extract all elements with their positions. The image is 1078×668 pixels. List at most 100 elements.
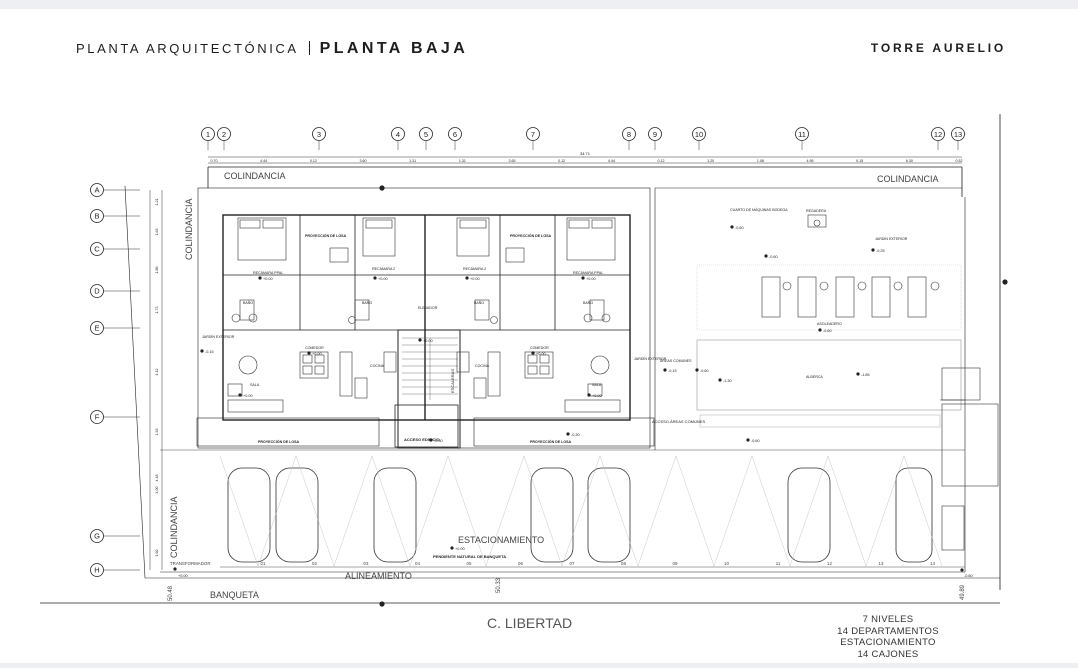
street-dim-center: 50.33 [496, 577, 502, 593]
level-escalera: +0.00 [423, 339, 433, 343]
grid-row-label: D [94, 287, 100, 296]
grid-column-label: 11 [798, 130, 806, 139]
grid-column-12: 12 [931, 127, 945, 150]
label-recamara-2-a: RECÁMARA 2 [372, 267, 395, 271]
label-acceso-edificio: ACCESO EDIFICIO [404, 437, 440, 442]
grid-column-1: 1 [201, 127, 215, 150]
grid-row-label: C [94, 245, 100, 254]
label-recamara-ppal-1: RECÁMARA PPAL [253, 271, 283, 275]
top-dimension: 0.15 [856, 159, 863, 163]
grid-column-13: 13 [951, 127, 965, 150]
colindancia-top: COLINDANCIA [224, 171, 286, 181]
label-bano-4: BAÑO [583, 300, 593, 305]
top-dimension: 4.44 [608, 159, 615, 163]
left-dimension: 1.86 [155, 267, 159, 274]
grid-column-label: 12 [934, 130, 942, 139]
label-acceso-areas: ACCESO ÁREAS COMUNES [652, 419, 705, 424]
left-dimension: 1.60 [155, 550, 159, 557]
parking-number: 09 [673, 561, 678, 566]
level-right: -0.60 [964, 574, 973, 578]
label-regadera: REGADERA [806, 209, 827, 213]
left-dimension: 4.12 [155, 369, 159, 376]
top-dimension: 6.30 [906, 159, 913, 163]
grid-column-2: 2 [217, 127, 231, 150]
grid-row-label: H [94, 566, 99, 575]
label-recamara-ppal-2: RECÁMARA PPAL [573, 271, 603, 275]
level-transformador: +0.00 [178, 574, 188, 578]
street-name: C. LIBERTAD [487, 615, 572, 631]
building-summary: 7 NIVELES 14 DEPARTAMENTOS ESTACIONAMIEN… [820, 614, 956, 660]
level-asador: -0.60 [769, 255, 778, 259]
level-comedor-2: +0.00 [536, 352, 546, 356]
level-recamara-1: +0.00 [263, 277, 273, 281]
alineamiento-label: ALINEAMIENTO [345, 571, 412, 581]
banqueta-label: BANQUETA [210, 590, 259, 600]
left-dimension: 1.21 [155, 199, 159, 206]
left-dimension-labels: 1.211.631.861.734.121.334.484.001.60 [155, 199, 159, 557]
markers [379, 185, 1008, 607]
grid-row-G: G [90, 529, 140, 543]
label-cocina-2: COCINA [475, 364, 490, 368]
grid-row-A: A [90, 183, 140, 197]
parking-number: 06 [518, 561, 523, 566]
left-boundary [124, 185, 146, 579]
label-proyeccion-3: PROYECCIÓN DE LOSA [258, 439, 300, 444]
summary-levels: 7 NIVELES [862, 614, 914, 625]
level-acceso: -0.30 [434, 439, 443, 443]
section-title: PLANTA ARQUITECTÓNICA [76, 41, 299, 56]
grid-column-7: 7 [526, 127, 540, 150]
label-recamara-2-b: RECÁMARA 2 [463, 267, 486, 271]
project-name: TORRE AURELIO [870, 41, 1006, 55]
street-dim-left: 50.48 [168, 585, 174, 601]
label-proyeccion-4: PROYECCIÓN DE LOSA [530, 439, 572, 444]
dimension-chain-left [149, 190, 163, 570]
grid-row-label: G [94, 532, 100, 541]
furniture-fixtures [227, 299, 621, 413]
dimension-chain-top [208, 156, 962, 164]
building-walls [196, 187, 655, 449]
grid-column-label: 2 [222, 130, 226, 139]
left-dimension: 1.73 [155, 307, 159, 314]
site-lines [40, 114, 1001, 604]
label-jardin-1: JARDÍN EXTERIOR [202, 335, 235, 339]
grid-row-D: D [90, 284, 140, 298]
top-dimension: 1.20 [707, 159, 714, 163]
grid-row-B: B [90, 209, 140, 223]
label-jardin-3: JARDÍN EXTERIOR [875, 237, 908, 241]
level-jardin-2: -0.15 [668, 369, 677, 373]
parking-number: 07 [570, 561, 575, 566]
top-dimension: 3.60 [360, 159, 367, 163]
transformador-label: TRANSFORMADOR [170, 561, 211, 566]
label-bano-1: BAÑO [243, 300, 253, 305]
top-dimension: 4.44 [260, 159, 267, 163]
parking-number: 04 [415, 561, 420, 566]
summary-parking: ESTACIONAMIENTO [840, 637, 936, 648]
top-dimension: 1.08 [757, 159, 764, 163]
parking-number: 14 [930, 561, 935, 566]
level-title: PLANTA BAJA [319, 40, 469, 57]
parking-number: 05 [467, 561, 472, 566]
level-dot [200, 349, 204, 353]
label-comedor-1: COMEDOR [305, 346, 324, 350]
estacionamiento-label: ESTACIONAMIENTO [458, 535, 544, 545]
summary-apartments: 14 DEPARTAMENTOS [837, 625, 939, 637]
level-acceso-2: -0.30 [571, 433, 580, 437]
furniture-beds [237, 217, 616, 263]
parking-cars [227, 467, 933, 563]
top-dimension: 1.31 [459, 159, 466, 163]
top-dimension: 1.31 [409, 159, 416, 163]
parking-number: 03 [364, 561, 369, 566]
level-jardin: -0.15 [205, 350, 214, 354]
level-jardin-3: -0.25 [876, 249, 885, 253]
label-jardin-2: JARDÍN EXTERIOR [634, 357, 667, 361]
label-bano-3: BAÑO [474, 300, 484, 305]
colindancia-left-bottom: COLINDANCIA [169, 496, 179, 558]
grid-row-label: B [94, 212, 99, 221]
drawing-title: PLANTA ARQUITECTÓNICA PLANTA BAJA [76, 40, 468, 58]
grid-column-4: 4 [391, 127, 405, 150]
level-alberca-1: -1.30 [723, 379, 732, 383]
grid-row-label: A [94, 186, 99, 195]
parking-number: 01 [261, 561, 266, 566]
